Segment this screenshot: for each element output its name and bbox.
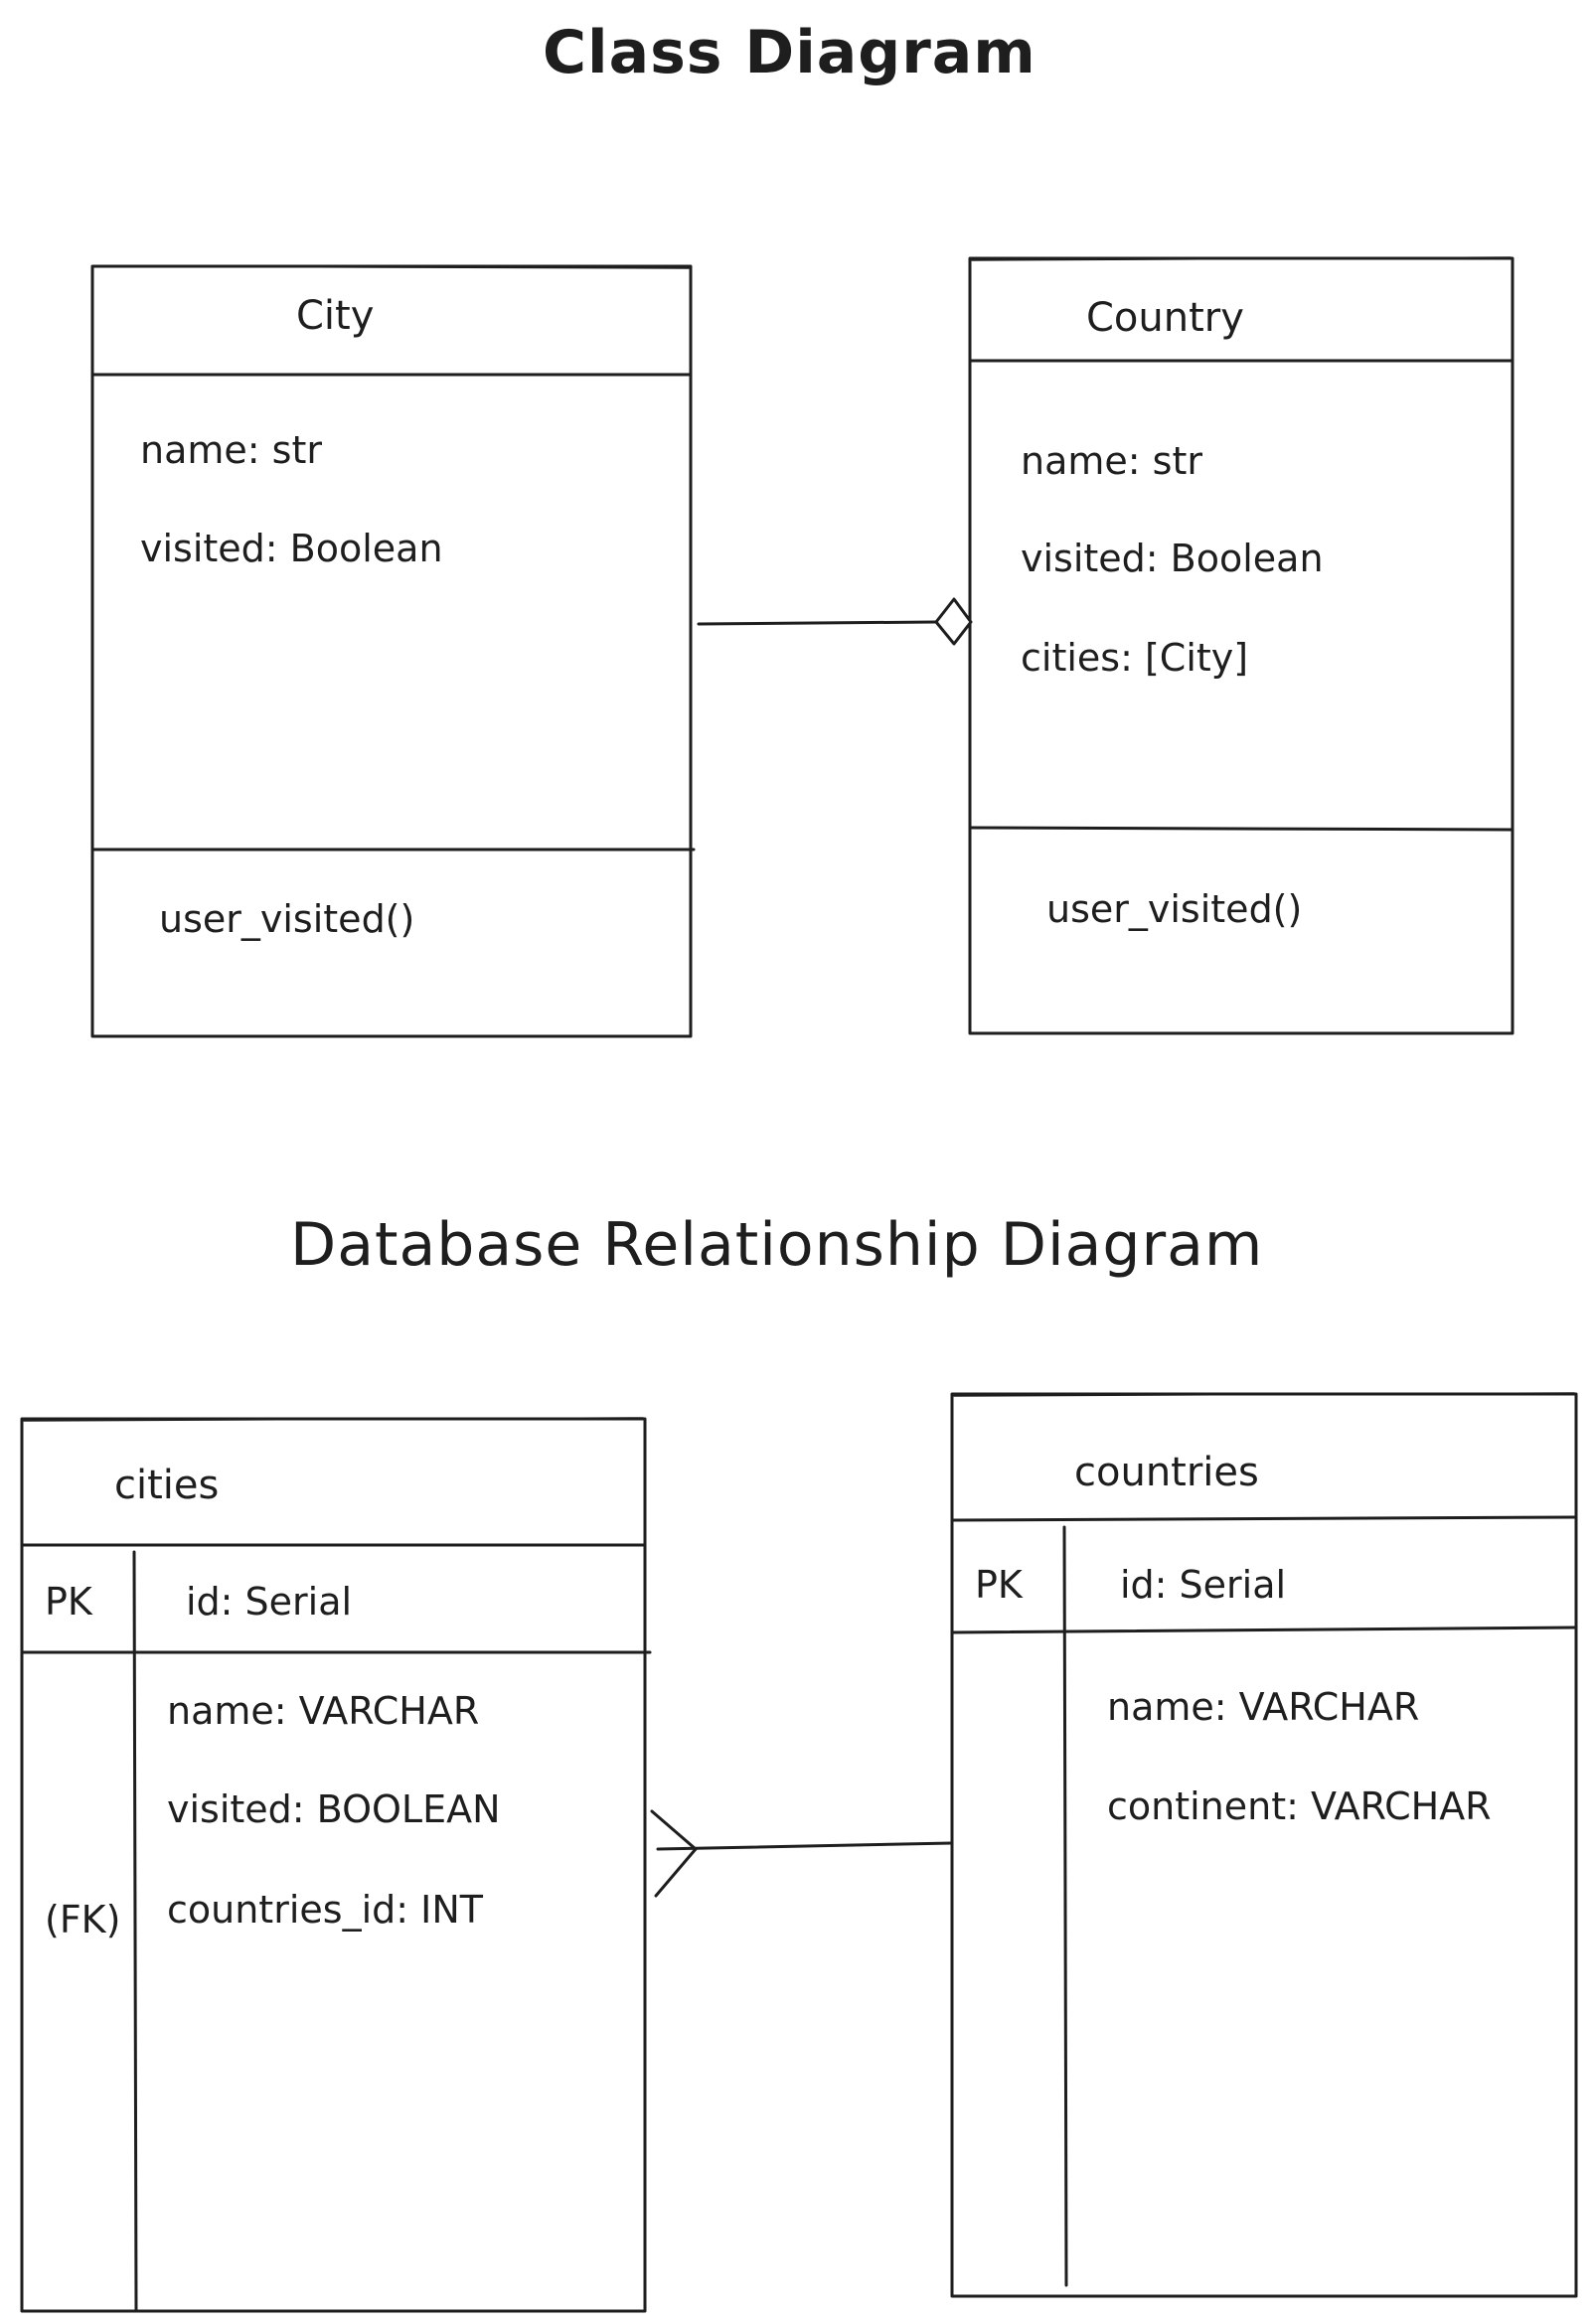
country-attribute: name: str — [1021, 439, 1202, 483]
city-class-box — [90, 264, 696, 1038]
countries-pk-field: id: Serial — [1120, 1563, 1287, 1607]
countries-table-name: countries — [1074, 1450, 1259, 1495]
cities-field: visited: BOOLEAN — [167, 1787, 501, 1831]
country-attribute: visited: Boolean — [1021, 537, 1324, 580]
crows-foot-lower — [654, 1847, 698, 1898]
country-class-name: Country — [1086, 295, 1244, 341]
country-method: user_visited() — [1046, 887, 1303, 931]
countries-field: name: VARCHAR — [1107, 1685, 1420, 1729]
country-class-box — [968, 256, 1514, 1035]
class-diagram-title: Class Diagram — [543, 18, 1036, 87]
countries-pk-label: PK — [975, 1563, 1023, 1607]
aggregation-diamond — [934, 597, 973, 646]
city-attribute: visited: Boolean — [140, 527, 443, 570]
cities-pk-label: PK — [45, 1580, 92, 1624]
cities-table-name: cities — [114, 1463, 220, 1508]
many-to-one-connector — [650, 1809, 954, 1898]
city-class-name: City — [296, 293, 375, 339]
city-method: user_visited() — [159, 897, 415, 941]
cities-field: name: VARCHAR — [167, 1689, 480, 1733]
crows-foot-upper — [650, 1809, 698, 1851]
countries-field: continent: VARCHAR — [1107, 1784, 1492, 1828]
city-attribute: name: str — [140, 428, 322, 472]
cities-fk-label: (FK) — [45, 1898, 121, 1941]
cities-pk-field: id: Serial — [186, 1580, 353, 1624]
countries-table-box — [950, 1392, 1578, 2298]
aggregation-connector — [697, 597, 973, 646]
country-attribute: cities: [City] — [1021, 636, 1249, 680]
db-diagram-title: Database Relationship Diagram — [290, 1210, 1264, 1280]
cities-field: countries_id: INT — [167, 1888, 483, 1932]
cities-table-box — [20, 1417, 652, 2313]
